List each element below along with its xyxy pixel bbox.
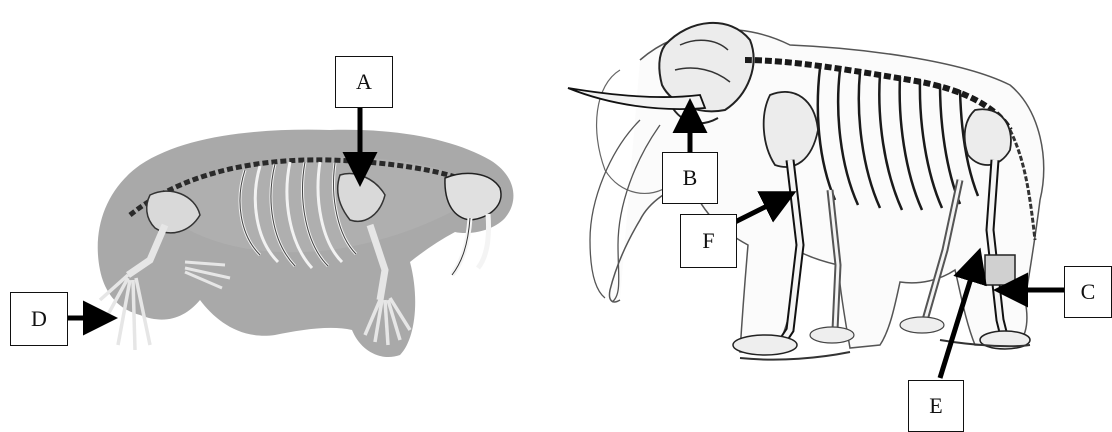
label-b: B [662,152,718,204]
label-a: A [335,56,393,108]
label-c: C [1064,266,1112,318]
label-d: D [10,292,68,346]
label-f: F [680,214,737,268]
label-e: E [908,380,964,432]
elephant-skeleton-illustration [568,23,1044,360]
walrus-skeleton-illustration [98,130,514,357]
